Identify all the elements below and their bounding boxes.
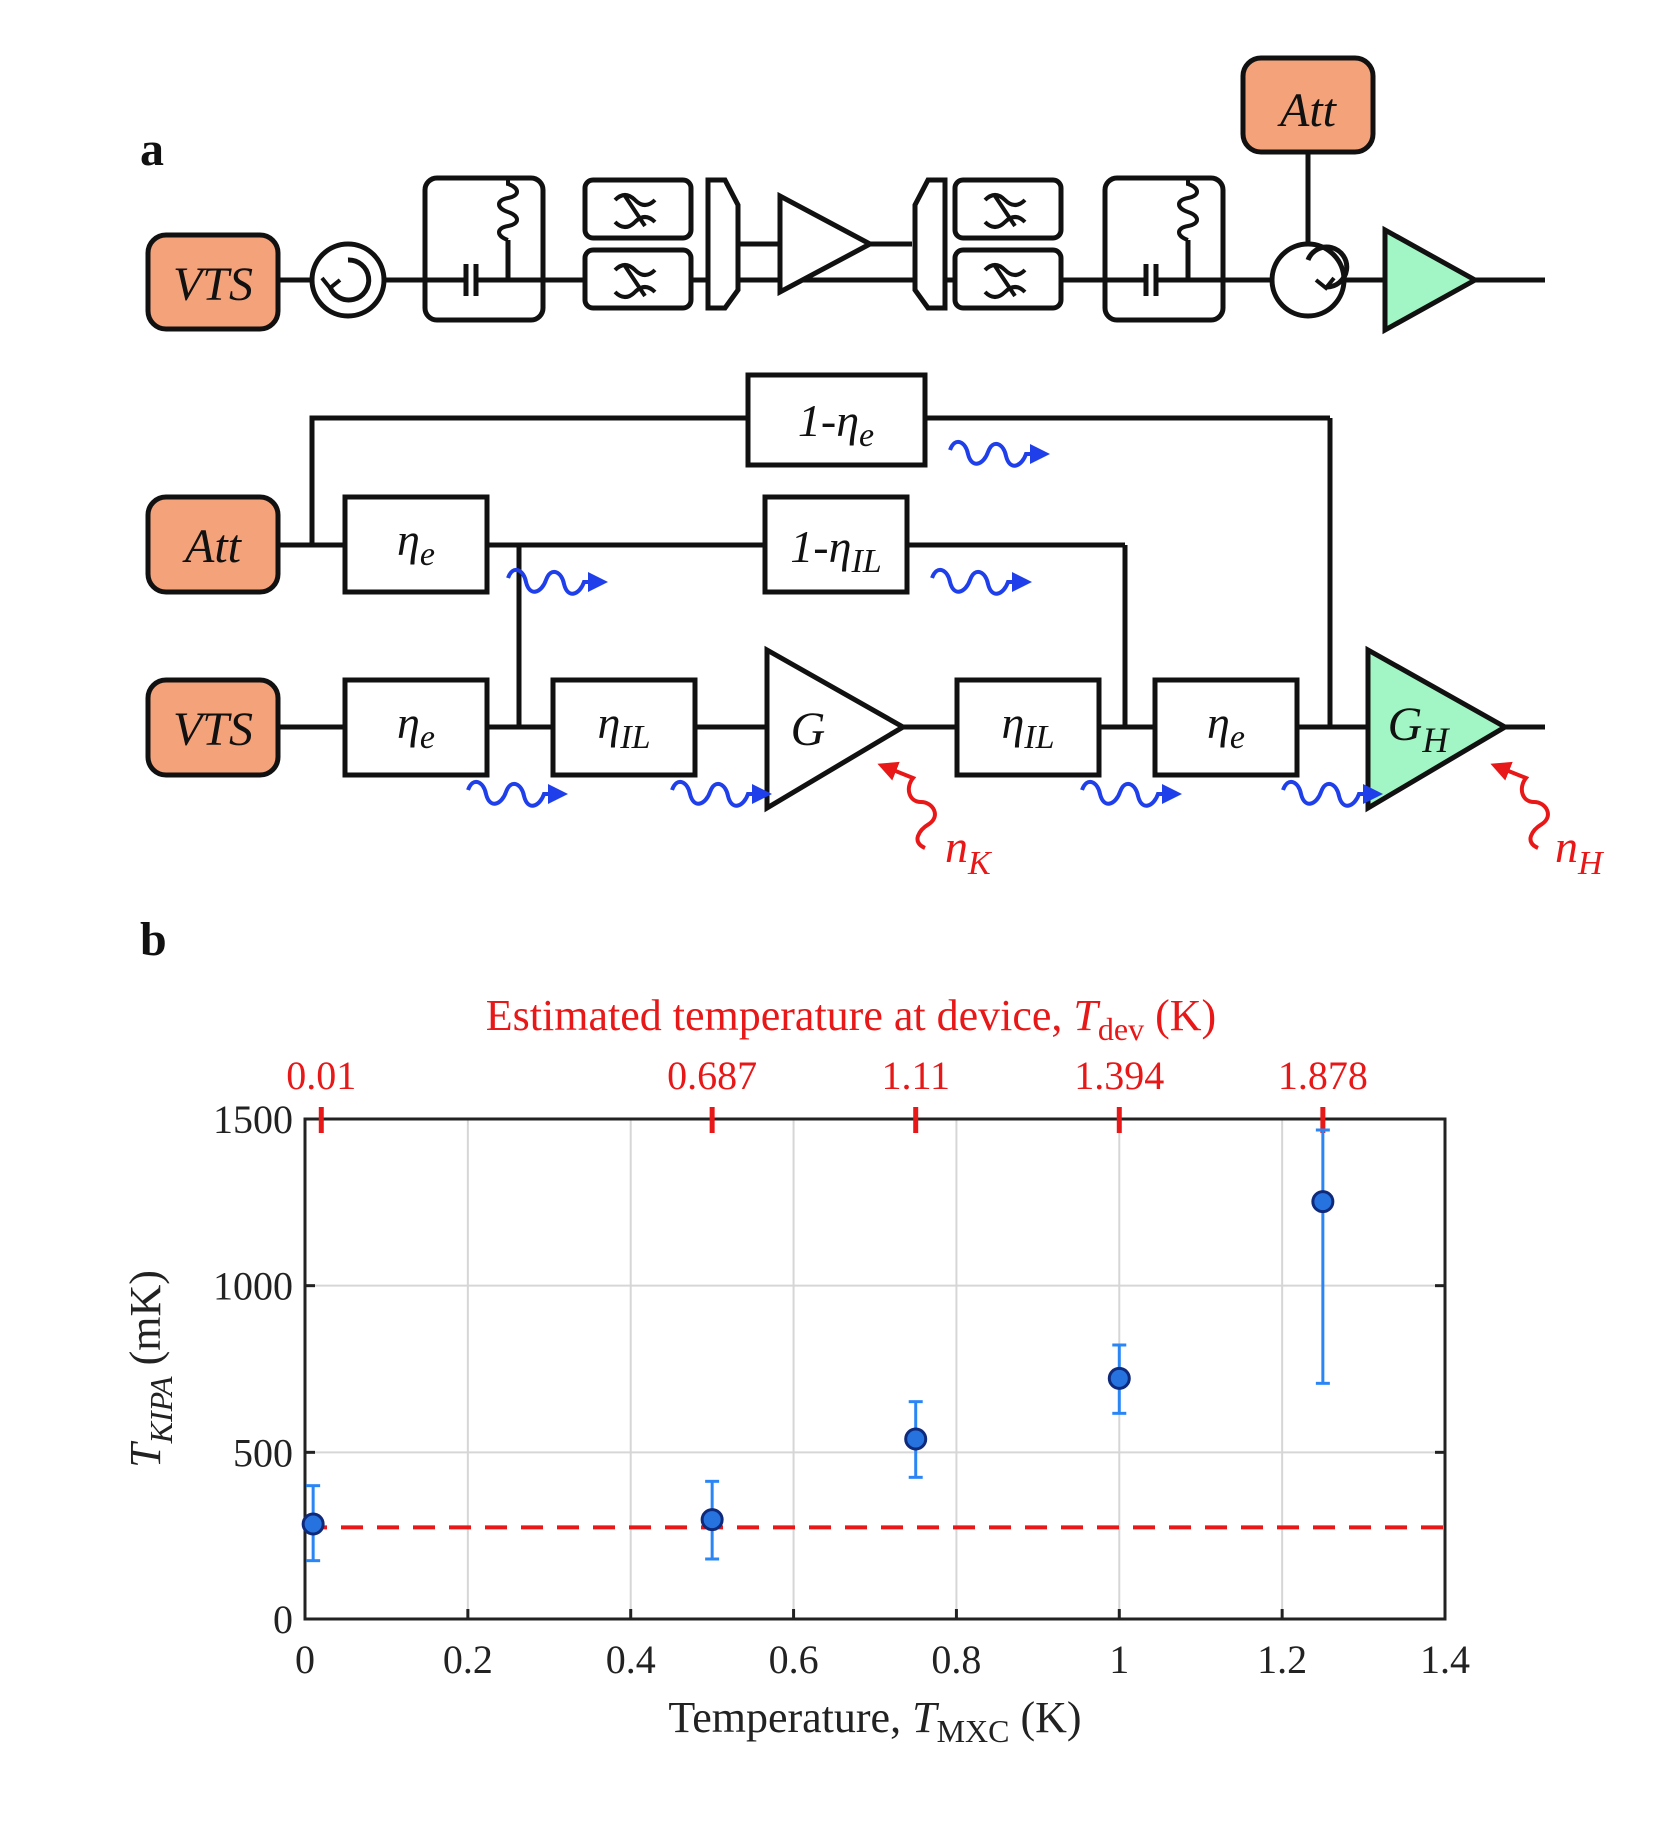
data-point [1311,1190,1335,1214]
x-tick-label: 0.6 [769,1637,819,1682]
box-1-eta-il [762,494,910,595]
box-1-eta-e-outer [745,372,928,468]
hardware-chain [145,55,1545,335]
att-source [145,494,281,595]
thermal-photon-icon [506,567,608,596]
x-tick-label: 0.8 [931,1637,981,1682]
added-noise-icon [1490,761,1550,850]
filter-box-icon [422,175,546,323]
top-axis-ticks: 0.01 0.687 1.11 1.394 1.878 [286,1053,1368,1133]
thermal-photon-arrows [466,439,1383,808]
label-eta-il-1: ηIL [597,697,650,756]
data-series [301,1128,1335,1563]
vts-source-top [145,232,281,332]
kipa-gain-icon [764,645,908,813]
vts-label: VTS [173,703,253,756]
x-tick-label: 1.2 [1257,1637,1307,1682]
label-eta-e-out: ηe [1207,697,1245,756]
att-label: Att [182,520,243,573]
coupler-icon [582,177,694,241]
data-point [904,1427,928,1451]
box-eta-il-2 [954,677,1102,778]
data-point [1107,1366,1131,1390]
label-eta-e-vts: ηe [397,697,435,756]
grid-lines [305,1119,1445,1619]
y-axis-ticks: 0 500 1000 1500 [213,1097,1445,1642]
att-box-top [1240,55,1376,155]
hemt-amplifier-icon [1382,225,1481,335]
top-tick-label: 0.687 [667,1053,757,1098]
kipa-bracket-right [912,177,948,311]
kipa-bracket-left [705,177,741,311]
y-tick-label: 500 [233,1430,293,1475]
added-noise-arrows [877,761,1550,850]
label-eta-il-2: ηIL [1001,697,1054,756]
label-1-eta-e: 1-ηe [798,395,874,454]
circulator-icon [309,241,387,319]
x-tick-label: 0 [295,1637,315,1682]
plot-frame [303,1117,1447,1621]
hemt-gain-icon [1365,645,1511,813]
y-axis-label: TKIPA (mK) [121,1270,179,1468]
vts-source [145,677,281,778]
thermal-photon-icon [930,567,1032,596]
vts-label-top: VTS [173,258,253,311]
panel-b-label: b [140,913,167,966]
thermal-photon-icon [1080,779,1182,808]
label-noise-hemt: nH [1555,821,1605,882]
top-tick-label: 1.878 [1278,1053,1368,1098]
y-tick-label: 1500 [213,1097,293,1142]
thermal-photon-icon [670,779,772,808]
thermal-photon-icon [948,439,1050,468]
label-noise-kipa: nK [945,821,993,882]
x-axis-ticks: 0 0.2 0.4 0.6 0.8 1 1.2 1.4 [295,1609,1470,1682]
box-eta-e-vts [342,677,490,778]
added-noise-icon [877,761,937,850]
y-tick-label: 0 [273,1597,293,1642]
thermal-photon-icon [1281,779,1383,808]
data-point [700,1508,724,1532]
thermal-photon-icon [466,779,568,808]
data-point [301,1512,325,1536]
box-eta-e-att [342,494,490,595]
x-tick-label: 0.2 [443,1637,493,1682]
top-tick-label: 1.11 [881,1053,950,1098]
y-tick-label: 1000 [213,1264,293,1309]
label-gain-kipa: G [791,703,826,756]
label-gain-hemt: GH [1388,698,1451,760]
x-tick-label: 0.4 [606,1637,656,1682]
x-tick-label: 1 [1109,1637,1129,1682]
label-eta-e-att: ηe [397,514,435,573]
top-tick-label: 1.394 [1074,1053,1164,1098]
top-tick-label: 0.01 [286,1053,356,1098]
x-axis-label: Temperature, TMXC (K) [668,1693,1081,1749]
top-axis-label: Estimated temperature at device, Tdev (K… [486,991,1216,1047]
noise-model-diagram [145,372,1545,813]
x-tick-label: 1.4 [1420,1637,1470,1682]
att-label-top: Att [1277,84,1338,137]
panel-a-label: a [140,123,164,176]
label-1-eta-il: 1-ηIL [790,521,881,580]
